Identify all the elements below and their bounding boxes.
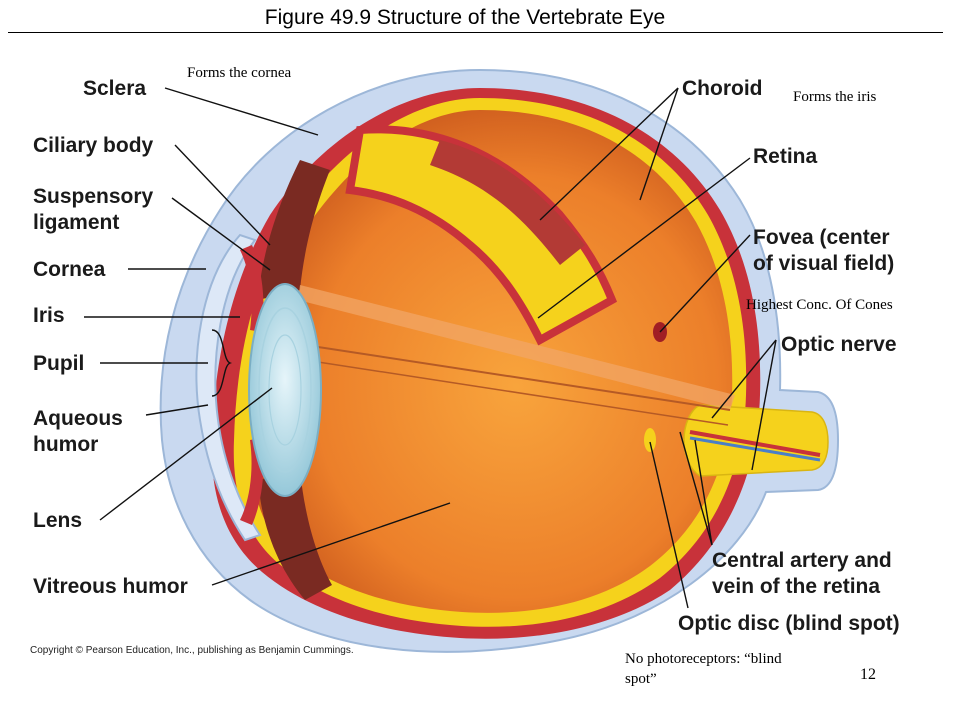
figure-title: Figure 49.9 Structure of the Vertebrate … bbox=[264, 6, 666, 29]
note-blind-spot-line2: spot” bbox=[625, 671, 657, 687]
label-lens: Lens bbox=[33, 509, 83, 532]
label-optic-nerve: Optic nerve bbox=[781, 333, 897, 356]
lens bbox=[248, 283, 322, 497]
note-forms-iris: Forms the iris bbox=[793, 89, 877, 105]
cutaway-flap bbox=[345, 125, 618, 346]
cornea bbox=[195, 233, 262, 542]
label-aqueous-line1: Aqueous bbox=[33, 407, 123, 430]
label-fovea-line1: Fovea (center bbox=[753, 226, 890, 249]
label-cornea: Cornea bbox=[33, 258, 106, 281]
leader-lines bbox=[84, 87, 777, 609]
iris bbox=[240, 245, 264, 332]
label-iris: Iris bbox=[33, 304, 65, 327]
label-central-artery-line2: vein of the retina bbox=[712, 575, 881, 598]
label-pupil: Pupil bbox=[33, 352, 85, 375]
label-fovea-line2: of visual field) bbox=[753, 252, 895, 275]
label-central-artery-line1: Central artery and bbox=[712, 549, 892, 572]
label-optic-disc: Optic disc (blind spot) bbox=[678, 612, 900, 635]
optic-disc bbox=[644, 428, 656, 452]
copyright-text: Copyright © Pearson Education, Inc., pub… bbox=[30, 645, 354, 656]
note-blind-spot-line1: No photoreceptors: “blind bbox=[625, 651, 782, 667]
label-ciliary-body: Ciliary body bbox=[33, 134, 154, 157]
label-sclera: Sclera bbox=[83, 77, 147, 100]
label-aqueous-line2: humor bbox=[33, 433, 99, 456]
vitreous-humor bbox=[251, 110, 733, 613]
note-forms-cornea: Forms the cornea bbox=[187, 65, 292, 81]
label-suspensory-line1: Suspensory bbox=[33, 185, 154, 208]
ciliary-region bbox=[258, 160, 330, 300]
note-highest-cones: Highest Conc. Of Cones bbox=[746, 297, 893, 313]
title-divider bbox=[8, 32, 943, 33]
optic-nerve bbox=[683, 404, 829, 477]
label-suspensory-line2: ligament bbox=[33, 211, 120, 234]
label-retina: Retina bbox=[753, 145, 818, 168]
page-number: 12 bbox=[860, 666, 876, 683]
label-choroid: Choroid bbox=[682, 77, 763, 100]
label-vitreous-humor: Vitreous humor bbox=[33, 575, 188, 598]
